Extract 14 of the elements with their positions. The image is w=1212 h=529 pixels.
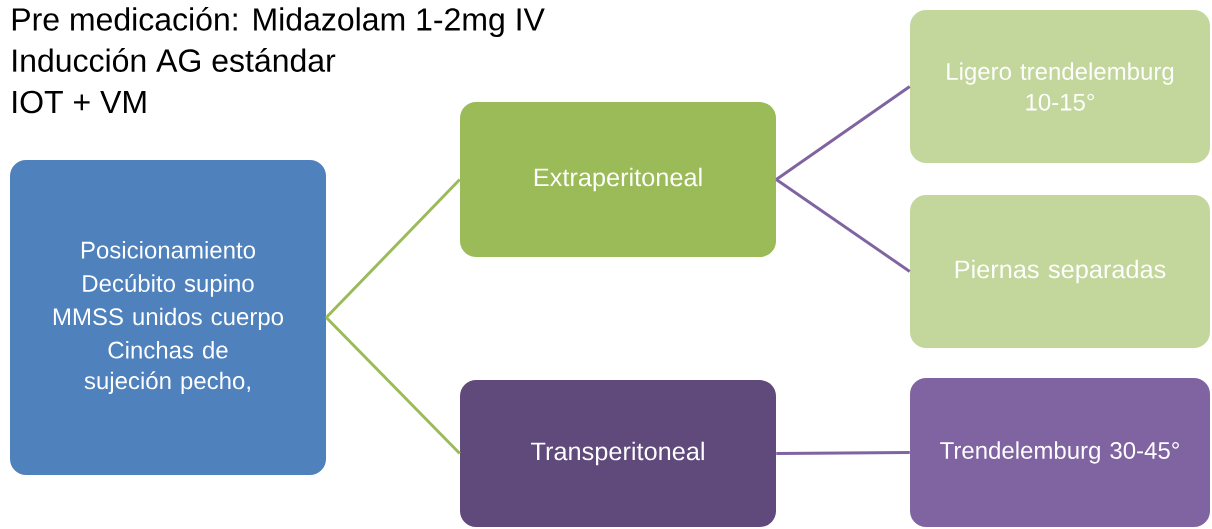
process-box: Posicionamiento Decúbito supino MMSS unidos cuerpo Cinchas de sujeción pecho, (10, 160, 326, 475)
process-box: Piernas separadas (910, 194, 1210, 349)
process-box: Trendelemburg 30-45° (910, 377, 1210, 528)
heading-text: Inducción AG estándar (13, 48, 336, 72)
connector-line (776, 451, 910, 455)
heading-text: IOT + VM (13, 90, 146, 114)
process-box: Extraperitoneal (460, 102, 776, 257)
process-box: Transperitoneal (460, 380, 776, 527)
process-box: Ligero trendelemburg 10-15° (910, 9, 1210, 164)
connector-line (325, 316, 461, 455)
connector-line (325, 178, 461, 319)
connector-line (775, 178, 911, 273)
connector-line (775, 85, 911, 181)
heading-text: Pre medicación: Midazolam 1-2mg IV (12, 6, 545, 38)
